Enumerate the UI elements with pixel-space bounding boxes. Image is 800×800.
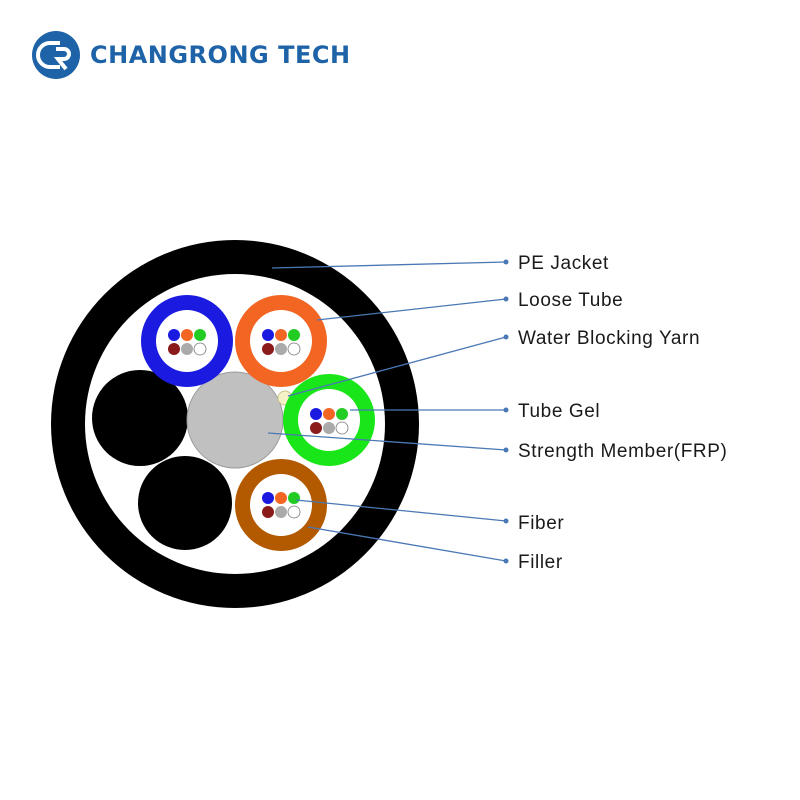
fiber [287,342,301,356]
fiber [310,422,322,434]
leader-water-blocking-yarn [287,336,507,397]
loose-tube-orange [235,295,327,387]
fiber [288,329,300,341]
fiber [168,329,180,341]
fiber [194,329,206,341]
fiber [262,506,274,518]
label-fiber: Fiber [518,513,564,534]
fiber [335,421,349,435]
brand-name: CHANGRONG TECH [90,41,351,69]
label-pe-jacket: PE Jacket [518,253,609,274]
strength-member [186,371,284,469]
fiber [310,408,322,420]
fiber [275,492,287,504]
leader-lines [267,259,509,564]
fiber [168,343,180,355]
fiber [193,342,207,356]
leader-fiber [295,499,507,522]
fiber [287,505,301,519]
label-loose-tube: Loose Tube [518,290,623,311]
fiber [288,492,300,504]
leader-strength-member [267,432,507,451]
label-water-blocking-yarn: Water Blocking Yarn [518,328,700,349]
fiber [181,329,193,341]
fiber [336,408,348,420]
fiber [262,329,274,341]
label-filler: Filler [518,552,563,573]
label-strength-member: Strength Member(FRP) [518,441,727,462]
brand-logo: CHANGRONG TECH [30,30,351,80]
filler-left [92,370,188,466]
filler-bottom [138,456,232,550]
fiber [181,343,193,355]
leader-loose-tube [316,298,507,321]
loose-tube-blue [141,295,233,387]
leader-filler [307,526,507,562]
loose-tube-green [283,374,375,466]
fiber [275,329,287,341]
leader-pe-jacket [271,261,507,269]
fiber [275,343,287,355]
fiber [262,343,274,355]
loose-tube-brown [235,459,327,551]
fiber [323,422,335,434]
fiber [275,506,287,518]
brand-logo-icon [32,31,80,79]
fiber [323,408,335,420]
label-tube-gel: Tube Gel [518,401,600,422]
fiber [262,492,274,504]
